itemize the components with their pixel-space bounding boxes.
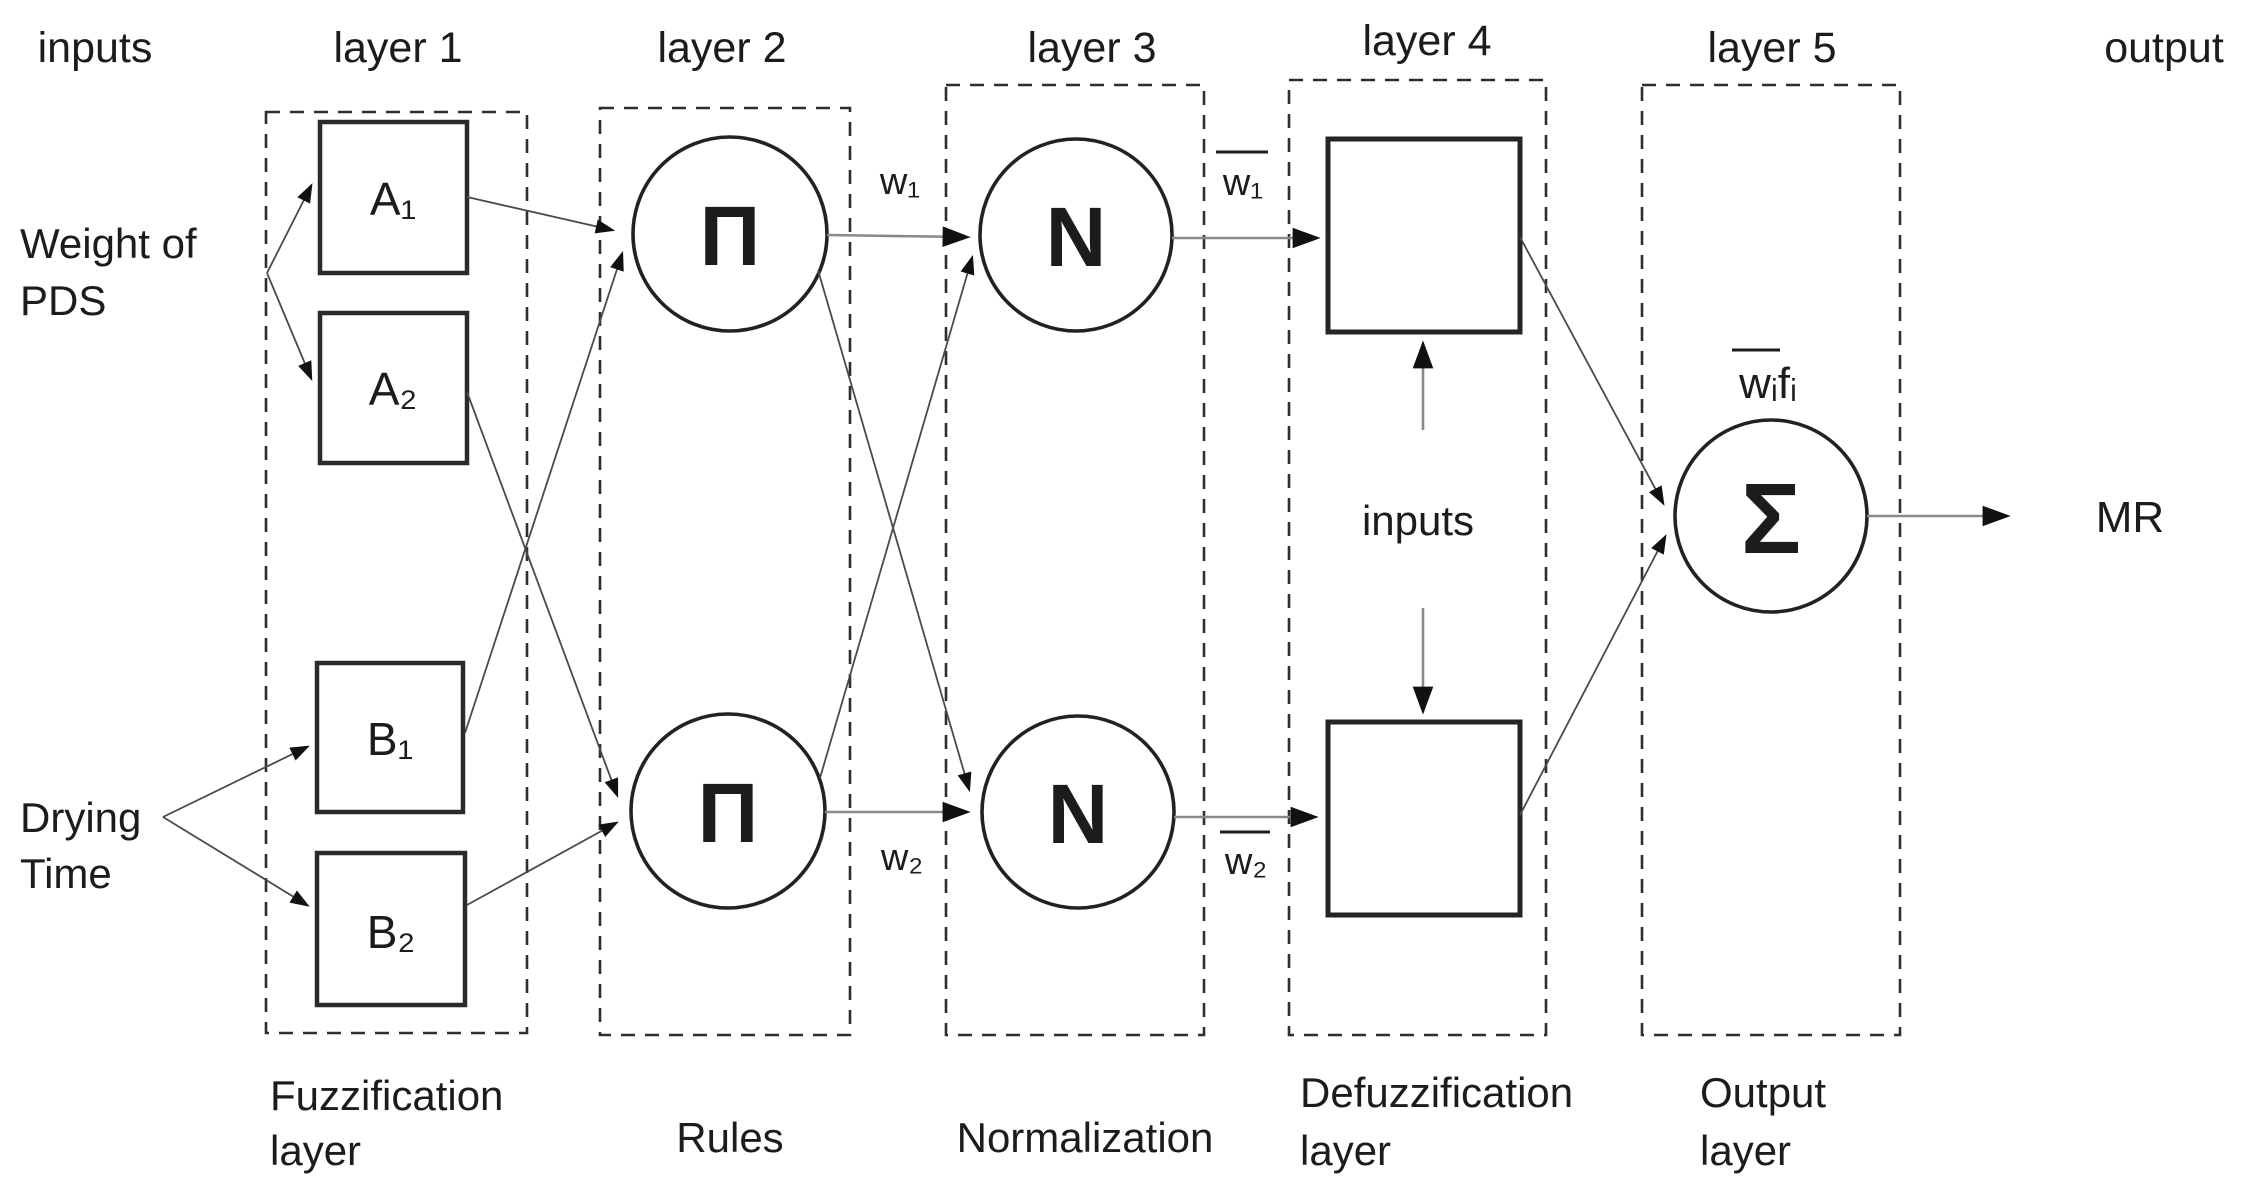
- edge-a1-to-pi1: [466, 196, 616, 234]
- caption-output-layer-line2: layer: [1700, 1127, 1791, 1174]
- input-weight-of-pds-line1: Weight of: [20, 220, 197, 267]
- node-pi1-circle: [631, 135, 829, 333]
- node-n1-label: N: [1046, 190, 1107, 284]
- column-label-layer-4: layer 4: [1362, 17, 1491, 65]
- layer2-dashed-box: [598, 106, 852, 1037]
- node-n1-circle: [978, 137, 1174, 333]
- caption-output-layer-line1: Output: [1700, 1069, 1826, 1116]
- input-drying-time-line2: Time: [20, 850, 112, 897]
- node-a2-label: A₂: [369, 363, 418, 415]
- edge-drying-to-b1: [162, 745, 310, 818]
- caption-normalization: Normalization: [957, 1114, 1214, 1161]
- edge-label-wifi-bar: wᵢfᵢ: [1738, 359, 1797, 408]
- node-n2-label: N: [1048, 767, 1109, 861]
- edge-a2-to-pi2: [466, 391, 619, 799]
- layer1-dashed-box: [264, 110, 529, 1035]
- output-mr-label: MR: [2096, 493, 2164, 542]
- caption-defuzzification-line2: layer: [1300, 1127, 1391, 1174]
- layer5-dashed-box: [1640, 83, 1902, 1037]
- column-label-inputs: inputs: [38, 24, 153, 72]
- caption-fuzzification-line1: Fuzzification: [270, 1072, 503, 1119]
- node-defuzz2-box: [1325, 719, 1523, 918]
- edge-label-w2-bar: w₂: [1224, 841, 1267, 883]
- column-label-layer-3: layer 3: [1027, 24, 1156, 72]
- layer4-inputs-label: inputs: [1362, 497, 1474, 544]
- edge-pi1-to-n1-w1: [826, 226, 971, 247]
- edge-pds-to-a1: [266, 183, 313, 274]
- node-b2-box: [314, 850, 468, 1008]
- input-weight-of-pds-line2: PDS: [20, 277, 106, 324]
- layer3-dashed-box: [944, 83, 1206, 1037]
- column-label-output: output: [2104, 24, 2224, 72]
- node-pi1-label: Π: [700, 189, 761, 283]
- node-n2-circle: [980, 714, 1176, 910]
- edge-b2-to-pi2: [466, 821, 619, 906]
- edge-label-w1-bar: w₁: [1222, 162, 1263, 204]
- edge-pi2-to-n1: [819, 254, 975, 779]
- edge-defuzz1-to-sigma: [1519, 236, 1665, 506]
- node-defuzz1-box: [1325, 136, 1523, 335]
- edge-b1-to-pi1: [464, 250, 624, 734]
- node-a2-box: [317, 310, 470, 466]
- edge-pds-to-a2: [266, 272, 313, 381]
- node-sigma-label: Σ: [1741, 463, 1801, 575]
- edge-drying-to-b2: [162, 816, 310, 907]
- edge-defuzz2-to-sigma: [1519, 534, 1667, 816]
- input-drying-time-line1: Drying: [20, 794, 141, 841]
- node-pi2-label: Π: [698, 766, 759, 860]
- layer4-dashed-box: [1287, 78, 1548, 1037]
- node-b1-box: [314, 660, 466, 815]
- node-b2-label: B₂: [367, 906, 416, 958]
- edge-label-w1: w₁: [879, 161, 920, 203]
- caption-rules: Rules: [676, 1114, 783, 1161]
- edge-label-w2: w₂: [880, 837, 923, 879]
- node-a1-label: A₁: [370, 173, 416, 225]
- column-label-layer-2: layer 2: [657, 24, 786, 72]
- caption-fuzzification-line2: layer: [270, 1127, 361, 1174]
- node-a1-box: [317, 119, 470, 276]
- column-label-layer-5: layer 5: [1707, 24, 1836, 72]
- node-b1-label: B₁: [367, 713, 413, 765]
- column-label-layer-1: layer 1: [333, 24, 462, 72]
- caption-defuzzification-line1: Defuzzification: [1300, 1069, 1573, 1116]
